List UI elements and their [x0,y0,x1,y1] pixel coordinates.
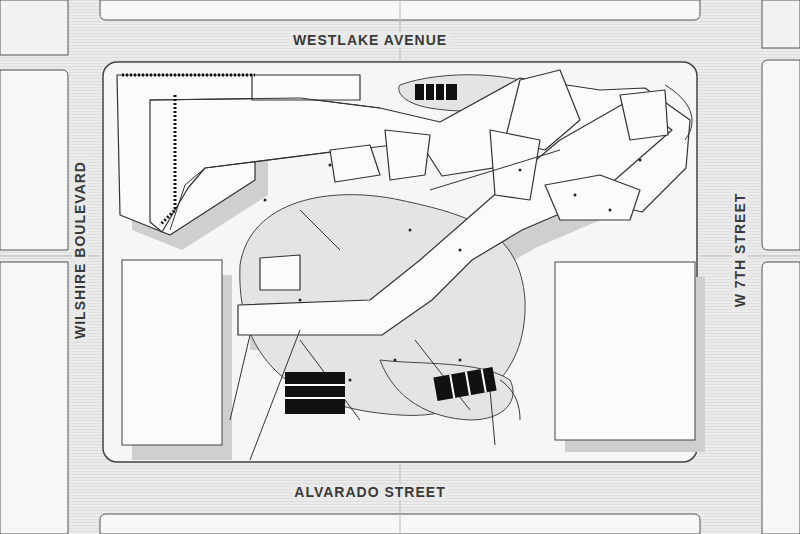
street-name: WESTLAKE AVENUE [290,32,450,48]
street-name: ALVARADO STREET [291,484,448,500]
street-name: W 7TH STREET [732,190,748,311]
street-name: WILSHIRE BOULEVARD [72,158,88,342]
